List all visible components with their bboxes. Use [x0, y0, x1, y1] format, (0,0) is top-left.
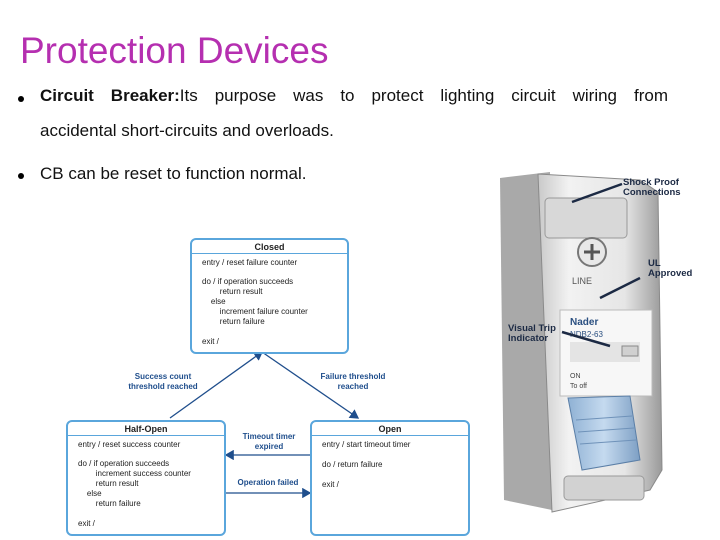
state-line: else — [78, 489, 102, 498]
bullet-1-bold: Circuit Breaker: — [40, 86, 180, 105]
state-open-title: Open — [312, 422, 468, 436]
state-line: return failure — [78, 499, 141, 508]
breaker-brand-text: Nader — [570, 317, 598, 328]
state-closed: Closed entry / reset failure counter do … — [190, 238, 349, 354]
state-line: return result — [202, 287, 263, 296]
state-line: return failure — [202, 317, 265, 326]
state-line: do / if operation succeeds — [202, 277, 294, 286]
state-closed-title: Closed — [192, 240, 347, 254]
state-line: exit / — [322, 480, 339, 489]
transition-timeout-label: Timeout timer expired — [242, 432, 296, 451]
state-line: increment failure counter — [202, 307, 308, 316]
state-open: Open entry / start timeout timer do / re… — [310, 420, 470, 536]
bullet-1-body: Its purpose was to protect lighting circ… — [179, 86, 668, 105]
state-line: exit / — [78, 519, 95, 528]
bullet-dot — [18, 96, 24, 102]
state-line: exit / — [202, 337, 219, 346]
state-line: increment success counter — [78, 469, 191, 478]
bullet-1-continuation: accidental short-circuits and overloads. — [40, 121, 334, 140]
transition-failure-label: Failure threshold reached — [320, 372, 386, 391]
state-line: entry / reset success counter — [78, 440, 181, 449]
state-line: return result — [78, 479, 139, 488]
callout-ul-approved: UL Approved — [648, 258, 693, 279]
breaker-on-text: ON — [570, 373, 581, 380]
transition-op-failed-label: Operation failed — [237, 478, 299, 487]
bullet-2-text: CB can be reset to function normal. — [40, 164, 307, 183]
state-line: else — [202, 297, 226, 306]
transition-success-label: Success count threshold reached — [128, 372, 198, 391]
breaker-off-text: To off — [570, 383, 587, 390]
bullet-1-text: Circuit Breaker:Its purpose was to prote… — [40, 86, 668, 106]
callout-visual-trip: Visual Trip Indicator — [508, 323, 556, 344]
state-half-open: Half-Open entry / reset success counter … — [66, 420, 226, 536]
bullet-dot — [18, 173, 24, 179]
state-half-open-title: Half-Open — [68, 422, 224, 436]
state-line: do / if operation succeeds — [78, 459, 170, 468]
callout-shock-proof: Shock Proof Connections — [623, 177, 681, 198]
slide-title: Protection Devices — [20, 30, 329, 71]
state-line: do / return failure — [322, 460, 383, 469]
state-line: entry / start timeout timer — [322, 440, 411, 449]
circuit-breaker-illustration: LINE Nader NDB2-63 ON To off — [500, 172, 663, 513]
state-line: entry / reset failure counter — [202, 258, 298, 267]
breaker-line-text: LINE — [572, 276, 592, 286]
breaker-model-text: NDB2-63 — [570, 330, 603, 339]
